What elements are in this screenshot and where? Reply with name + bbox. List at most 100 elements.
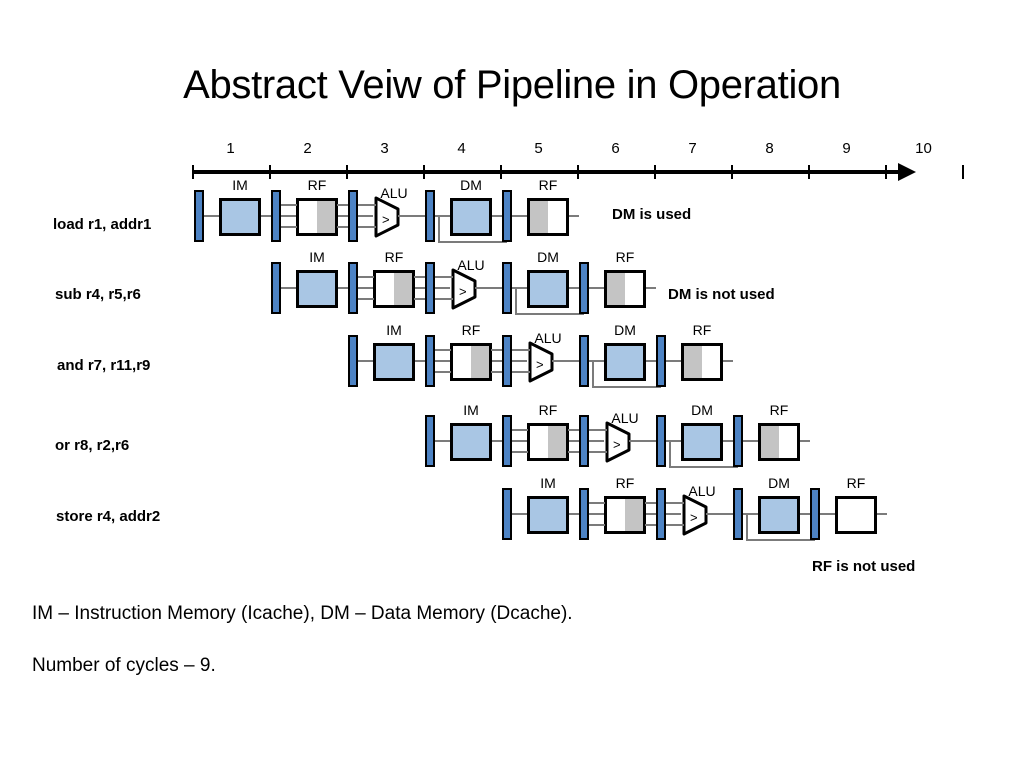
pipeline-register-bar bbox=[502, 262, 512, 314]
stage-fill-left bbox=[607, 346, 625, 378]
connector-wire bbox=[358, 287, 373, 289]
connector-wire bbox=[800, 513, 810, 515]
connector-wire bbox=[337, 226, 348, 228]
stage-caption-rf: RF bbox=[307, 177, 327, 193]
stage-fill-right bbox=[548, 426, 566, 458]
alu-symbol: > bbox=[382, 212, 390, 227]
bypass-wire bbox=[669, 440, 671, 466]
stage-fill-right bbox=[625, 499, 643, 531]
stage-box-im bbox=[527, 496, 569, 534]
axis-tick-label-4: 4 bbox=[457, 140, 466, 157]
stage-fill-left bbox=[684, 346, 702, 378]
stage-fill-left bbox=[530, 426, 548, 458]
stage-fill-right bbox=[471, 201, 489, 233]
axis-tick bbox=[346, 165, 348, 179]
stage-fill-left bbox=[453, 426, 471, 458]
pipeline-register-bar bbox=[733, 488, 743, 540]
caption-line-1: IM – Instruction Memory (Icache), DM – D… bbox=[32, 603, 573, 624]
connector-wire bbox=[338, 287, 348, 289]
connector-wire bbox=[568, 429, 579, 431]
pipeline-register-bar bbox=[271, 190, 281, 242]
connector-wire bbox=[414, 276, 425, 278]
connector-wire bbox=[820, 513, 835, 515]
pipeline-register-bar bbox=[810, 488, 820, 540]
axis-tick-label-6: 6 bbox=[611, 140, 620, 157]
alu-unit: > bbox=[450, 268, 490, 310]
stage-fill-right bbox=[702, 426, 720, 458]
connector-wire bbox=[512, 215, 527, 217]
connector-wire bbox=[666, 513, 681, 515]
connector-wire bbox=[512, 513, 527, 515]
stage-caption-dm: DM bbox=[537, 249, 559, 265]
stage-caption-rf: RF bbox=[615, 249, 635, 265]
stage-box-dm bbox=[681, 423, 723, 461]
connector-wire bbox=[415, 287, 425, 289]
stage-caption-dm: DM bbox=[691, 402, 713, 418]
pipeline-register-bar bbox=[579, 488, 589, 540]
stage-fill-right bbox=[317, 273, 335, 305]
pipeline-register-bar bbox=[271, 262, 281, 314]
connector-wire bbox=[589, 360, 604, 362]
connector-wire bbox=[435, 360, 450, 362]
connector-wire bbox=[281, 226, 297, 228]
pipeline-register-bar bbox=[502, 488, 512, 540]
stage-fill-right bbox=[779, 426, 797, 458]
connector-wire bbox=[398, 215, 425, 217]
alu-symbol: > bbox=[690, 510, 698, 525]
connector-wire bbox=[337, 204, 348, 206]
stage-caption-rf: RF bbox=[461, 322, 481, 338]
pipeline-register-bar bbox=[194, 190, 204, 242]
connector-wire bbox=[358, 204, 376, 206]
alu-unit: > bbox=[373, 196, 413, 238]
instruction-label-2: and r7, r11,r9 bbox=[57, 357, 151, 374]
alu-unit: > bbox=[604, 421, 644, 463]
connector-wire bbox=[435, 215, 450, 217]
connector-wire bbox=[646, 287, 656, 289]
legend-caption: IM – Instruction Memory (Icache), DM – D… bbox=[32, 575, 573, 679]
stage-caption-alu: ALU bbox=[534, 330, 562, 346]
connector-wire bbox=[338, 215, 348, 217]
connector-wire bbox=[491, 371, 502, 373]
connector-wire bbox=[435, 298, 453, 300]
bypass-wire bbox=[669, 466, 738, 468]
page-title: Abstract Veiw of Pipeline in Operation bbox=[183, 63, 841, 107]
stage-fill-right bbox=[548, 499, 566, 531]
connector-wire bbox=[491, 349, 502, 351]
connector-wire bbox=[492, 440, 502, 442]
alu-symbol: > bbox=[536, 357, 544, 372]
stage-box-dm bbox=[758, 496, 800, 534]
connector-wire bbox=[261, 215, 271, 217]
stage-fill-left bbox=[299, 201, 317, 233]
stage-box-rf bbox=[758, 423, 800, 461]
axis-tick-label-3: 3 bbox=[380, 140, 389, 157]
stage-caption-rf: RF bbox=[384, 249, 404, 265]
axis-tick-label-7: 7 bbox=[688, 140, 697, 157]
connector-wire bbox=[281, 287, 296, 289]
connector-wire bbox=[666, 440, 681, 442]
stage-fill-right bbox=[625, 273, 643, 305]
connector-wire bbox=[281, 215, 296, 217]
axis-tick bbox=[962, 165, 964, 179]
stage-fill-right bbox=[625, 346, 643, 378]
axis-tick-label-2: 2 bbox=[303, 140, 312, 157]
connector-wire bbox=[743, 513, 758, 515]
connector-wire bbox=[666, 502, 684, 504]
connector-wire bbox=[629, 440, 656, 442]
stage-box-dm bbox=[450, 198, 492, 236]
axis-tick bbox=[500, 165, 502, 179]
stage-fill-left bbox=[453, 346, 471, 378]
connector-wire bbox=[512, 429, 528, 431]
stage-box-rf bbox=[296, 198, 338, 236]
connector-wire bbox=[358, 276, 374, 278]
stage-caption-im: IM bbox=[463, 402, 479, 418]
connector-wire bbox=[589, 429, 607, 431]
stage-caption-alu: ALU bbox=[380, 185, 408, 201]
connector-wire bbox=[589, 513, 604, 515]
annotation-0: DM is used bbox=[612, 206, 692, 223]
stage-caption-rf: RF bbox=[538, 402, 558, 418]
axis-tick-label-10: 10 bbox=[915, 140, 932, 157]
stage-fill-left bbox=[761, 499, 779, 531]
axis-tick bbox=[654, 165, 656, 179]
stage-fill-left bbox=[607, 499, 625, 531]
